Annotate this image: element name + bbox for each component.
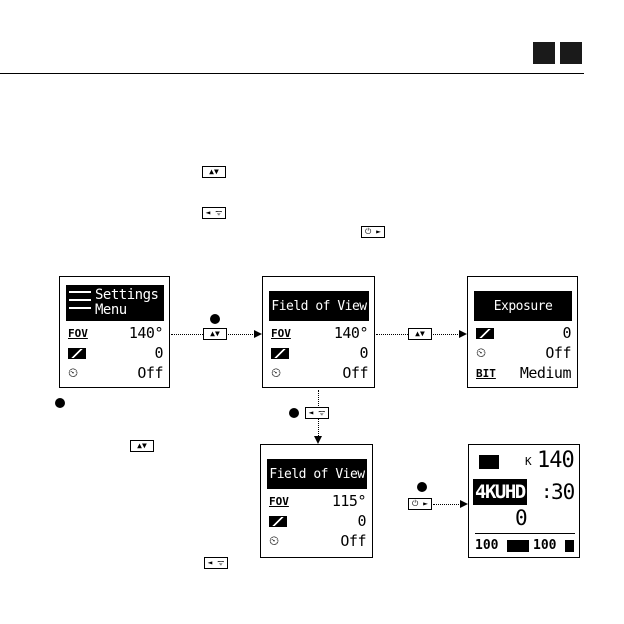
- exposure-screen: Exposure 0 ⏲ Off BIT Medium: [467, 276, 578, 388]
- arrow-right-icon: [460, 500, 468, 508]
- updown-button-icon: ▲▼: [202, 166, 226, 178]
- exposure-header: Exposure: [474, 291, 572, 321]
- fov-screen-115: Field of View FOV 115° 0 ⏲ Off: [260, 444, 373, 558]
- step-dot: [55, 398, 65, 408]
- settings-row-exposure: 0: [60, 343, 169, 363]
- step-dot: [210, 314, 220, 324]
- updown-button-icon: ▲▼: [203, 328, 227, 340]
- power-play-button-icon: ⏻ ►: [361, 226, 385, 238]
- battery-icon: [507, 540, 529, 552]
- arrow-right-icon: [254, 330, 262, 338]
- fov-row-exposure: 0: [263, 343, 374, 363]
- exposure-icon: [269, 516, 287, 527]
- status-fps: 30: [551, 479, 574, 505]
- fov2-row-fov: FOV 115°: [261, 491, 372, 511]
- arrow-right-icon: [459, 330, 467, 338]
- arrow-down-icon: [314, 436, 322, 444]
- exposure-row-level: 0: [468, 323, 577, 343]
- status-resolution: 4KUHD: [473, 479, 527, 505]
- exposure-icon: [68, 348, 86, 359]
- exposure-row-timer: ⏲ Off: [468, 343, 577, 363]
- exposure-icon: [476, 328, 494, 339]
- status-divider: [475, 533, 575, 534]
- fov2-row-timer: ⏲ Off: [261, 531, 372, 551]
- timer-icon: ⏲: [476, 346, 486, 361]
- settings-menu-screen: Settings Menu FOV 140° 0 ⏲ Off: [59, 276, 170, 388]
- connector-to-status: [433, 504, 461, 505]
- timer-icon: ⏲: [271, 366, 281, 381]
- timer-icon: ⏲: [68, 366, 78, 381]
- header-block-left: [533, 42, 555, 64]
- exposure-icon: [271, 348, 289, 359]
- status-fov-value: 140: [537, 449, 574, 473]
- settings-row-fov: FOV 140°: [60, 323, 169, 343]
- settings-menu-header: Settings Menu: [66, 285, 164, 321]
- fov-screen-140: Field of View FOV 140° 0 ⏲ Off: [262, 276, 375, 388]
- left-wifi-button-icon: ◄ ᯤ: [305, 407, 329, 419]
- sd-card-icon: [565, 540, 574, 552]
- updown-button-icon: ▲▼: [130, 440, 154, 452]
- updown-button-icon: ▲▼: [408, 328, 432, 340]
- fov-row-fov: FOV 140°: [263, 323, 374, 343]
- status-battery-value: 100: [475, 538, 498, 553]
- fov-angle-icon: K: [525, 455, 532, 468]
- status-storage-value: 100: [533, 538, 556, 553]
- status-screen: K 140 4KUHD : 30 0 100 100: [468, 444, 580, 558]
- settings-row-timer: ⏲ Off: [60, 363, 169, 383]
- fov2-header: Field of View: [267, 459, 367, 489]
- step-dot: [417, 482, 427, 492]
- menu-lines-icon: [69, 291, 91, 315]
- video-camera-icon: [479, 455, 499, 469]
- timer-icon: ⏲: [269, 534, 279, 549]
- settings-title-line2: Menu: [95, 303, 158, 318]
- power-play-button-icon: ⏻ ►: [408, 498, 432, 510]
- left-wifi-button-icon: ◄ ᯤ: [204, 557, 228, 569]
- header-block-right: [560, 42, 582, 64]
- fov2-row-exposure: 0: [261, 511, 372, 531]
- step-dot: [289, 408, 299, 418]
- fov-header: Field of View: [269, 291, 369, 321]
- header-rule: [0, 73, 584, 74]
- exposure-row-bitrate: BIT Medium: [468, 363, 577, 383]
- settings-title-line1: Settings: [95, 288, 158, 303]
- status-exposure-value: 0: [515, 505, 528, 531]
- left-wifi-button-icon: ◄ ᯤ: [202, 207, 226, 219]
- fov-row-timer: ⏲ Off: [263, 363, 374, 383]
